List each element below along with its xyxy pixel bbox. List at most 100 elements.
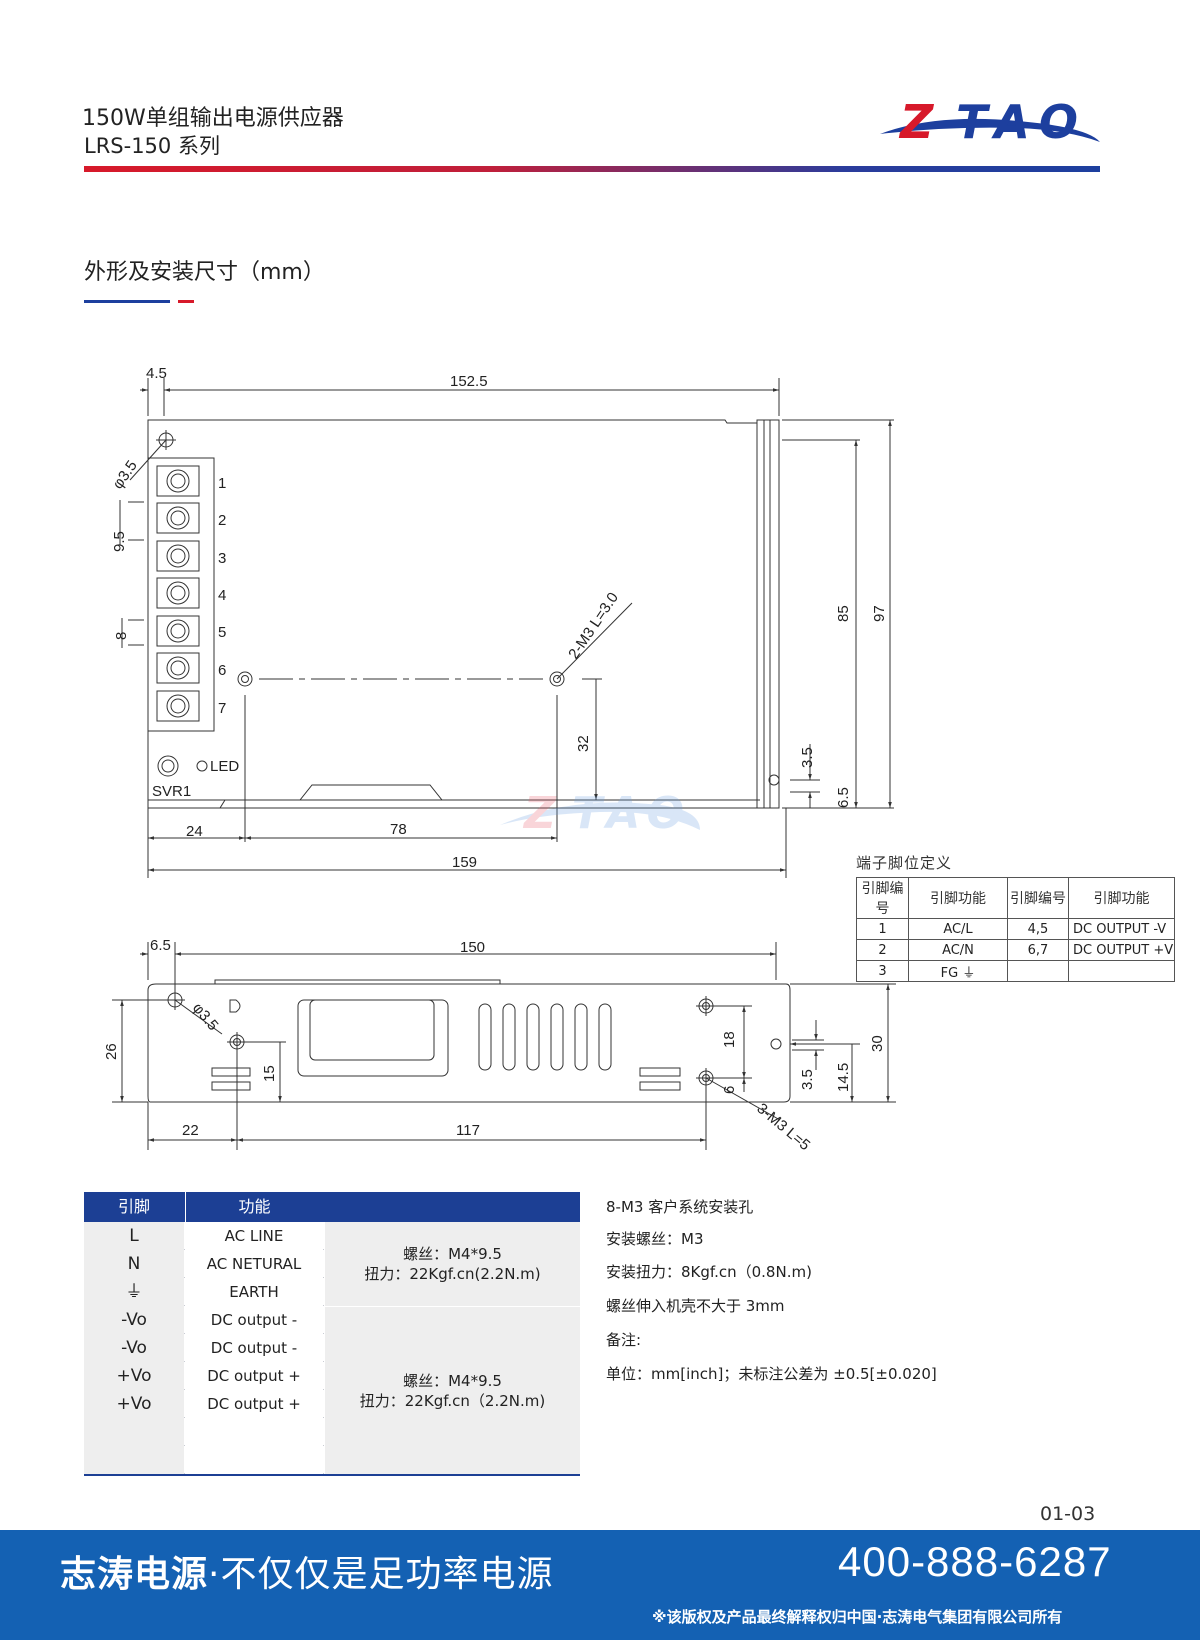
watermark-logo: Z TAO — [500, 788, 700, 839]
svr-label: SVR1 — [152, 783, 191, 800]
spec-pin: L — [84, 1222, 184, 1250]
spec-pin: -Vo — [84, 1334, 184, 1362]
dim-8: 8 — [113, 632, 130, 640]
dim-150: 150 — [460, 939, 485, 956]
pin-cell: AC/N — [908, 939, 1008, 961]
dim-78: 78 — [390, 821, 407, 838]
table-row: ⏚ EARTH — [84, 1278, 324, 1306]
terminal-label-4: 4 — [218, 587, 226, 604]
terminal-screws — [156, 465, 200, 722]
note-mounting-holes: 8-M3 客户系统安装孔 — [606, 1198, 754, 1216]
dim-97: 97 — [871, 605, 888, 622]
dim-15: 15 — [261, 1065, 278, 1082]
pin-header-number-2: 引脚编号 — [1007, 877, 1069, 919]
table-row: 1 AC/L 4,5 DC OUTPUT -V — [856, 918, 1175, 940]
dc-terminal-spec: 螺丝：M4*9.5 扭力：22Kgf.cn（2.2N.m) — [325, 1307, 580, 1474]
dim-22: 22 — [182, 1122, 199, 1139]
table-row: +Vo DC output + — [84, 1390, 324, 1418]
terminal-label-7: 7 — [218, 700, 226, 717]
table-row: L AC LINE — [84, 1222, 324, 1250]
document-title: 150W单组输出电源供应器 — [82, 106, 344, 131]
spec-pin: N — [84, 1250, 184, 1278]
dc-torque-spec: 扭力：22Kgf.cn（2.2N.m) — [359, 1391, 546, 1410]
section-underline-blue — [84, 300, 170, 303]
spec-pin — [84, 1446, 184, 1474]
logo-z: Z — [898, 95, 935, 149]
table-row: -Vo DC output - — [84, 1306, 324, 1334]
dim-26: 26 — [103, 1043, 120, 1060]
dim-14-5: 14.5 — [835, 1063, 852, 1092]
pin-header-function-2: 引脚功能 — [1068, 877, 1175, 919]
watermark-tao: TAO — [572, 788, 684, 839]
dim-159: 159 — [452, 854, 477, 871]
pin-definition-table: 引脚编号 引脚功能 引脚编号 引脚功能 1 AC/L 4,5 DC OUTPUT… — [856, 877, 1175, 982]
table-row — [84, 1446, 324, 1474]
section-title: 外形及安装尺寸（mm） — [84, 260, 325, 285]
pin-header-function-1: 引脚功能 — [908, 877, 1008, 919]
slogan-brand: 志涛电源 — [60, 1554, 209, 1595]
dim-3-5-side: 3.5 — [799, 1069, 816, 1090]
pin-cell: 2 — [856, 939, 909, 961]
footer-bar — [0, 1530, 1200, 1640]
note-depth: 螺丝伸入机壳不大于 3mm — [606, 1297, 785, 1315]
spec-function: EARTH — [185, 1278, 323, 1306]
ztao-logo: Z TAO — [880, 95, 1100, 149]
spec-pin: +Vo — [84, 1390, 184, 1418]
pin-cell: AC/L — [908, 918, 1008, 940]
logo-tao: TAO — [956, 95, 1078, 149]
spec-header-function: 功能 — [185, 1192, 323, 1222]
terminal-label-3: 3 — [218, 550, 226, 567]
dc-screw-spec: 螺丝：M4*9.5 — [403, 1371, 502, 1390]
dim-6-5-top: 6.5 — [835, 787, 852, 808]
header-divider — [84, 166, 1100, 172]
dim-6-5-side: 6.5 — [150, 937, 171, 954]
pin-table-caption: 端子脚位定义 — [856, 854, 953, 872]
note-screw: 安装螺丝：M3 — [606, 1230, 704, 1248]
terminal-label-6: 6 — [218, 662, 226, 679]
note-remark: 备注: — [606, 1331, 642, 1349]
slogan-tagline: ·不仅仅是足功率电源 — [208, 1554, 554, 1595]
page-number: 01-03 — [1040, 1503, 1096, 1525]
dim-30: 30 — [869, 1035, 886, 1052]
spec-function: DC output - — [185, 1306, 323, 1334]
terminal-label-2: 2 — [218, 512, 226, 529]
terminal-label-1: 1 — [218, 475, 226, 492]
ac-screw-spec: 螺丝：M4*9.5 — [403, 1245, 502, 1263]
dim-9-5: 9.5 — [111, 531, 128, 552]
dim-32: 32 — [575, 735, 592, 752]
spec-pin — [84, 1418, 184, 1446]
hole-label-3m3: 3-M3 L=5 — [753, 1100, 813, 1154]
spec-function: DC output - — [185, 1334, 323, 1362]
pin-cell: 6,7 — [1007, 939, 1069, 961]
pin-cell — [1007, 960, 1069, 982]
spec-function — [185, 1446, 323, 1474]
dim-24: 24 — [186, 823, 203, 840]
footer-phone: 400-888-6287 — [838, 1538, 1112, 1585]
pin-cell: DC OUTPUT -V — [1068, 918, 1175, 940]
spec-function — [185, 1418, 323, 1446]
pin-cell — [1068, 960, 1175, 982]
pin-cell: 4,5 — [1007, 918, 1069, 940]
dimension-drawing: Z TAO 4.5 152.5 φ3.5 9.5 8 2-M3 L=3.0 85… — [103, 365, 896, 1154]
spec-function: DC output + — [185, 1390, 323, 1418]
ac-torque-spec: 扭力：22Kgf.cn(2.2N.m) — [364, 1265, 541, 1283]
hole-label-2m3: 2-M3 L=3.0 — [565, 589, 622, 662]
table-row: +Vo DC output + — [84, 1362, 324, 1390]
ac-terminal-spec: 螺丝：M4*9.5 扭力：22Kgf.cn(2.2N.m) — [325, 1222, 580, 1306]
note-torque: 安装扭力：8Kgf.cn（0.8N.m) — [606, 1263, 812, 1281]
spec-table-header: 引脚 功能 — [84, 1192, 580, 1222]
watermark-z: Z — [522, 788, 557, 839]
dim-117: 117 — [456, 1122, 480, 1139]
pin-cell: DC OUTPUT +V — [1068, 939, 1175, 961]
dim-4-5: 4.5 — [146, 365, 167, 382]
section-underline-red — [178, 300, 194, 303]
table-row: -Vo DC output - — [84, 1334, 324, 1362]
pin-header-number-1: 引脚编号 — [856, 877, 909, 919]
dim-phi-3-5: φ3.5 — [109, 457, 140, 492]
spec-pin: +Vo — [84, 1362, 184, 1390]
note-units: 单位：mm[inch]；未标注公差为 ±0.5[±0.020] — [606, 1365, 937, 1383]
spec-table-bottom-border — [84, 1474, 580, 1476]
pin-cell: 3 — [856, 960, 909, 982]
terminal-label-5: 5 — [218, 624, 226, 641]
footer-copyright: ※该版权及产品最终解释权归中国·志涛电气集团有限公司所有 — [652, 1608, 1063, 1626]
